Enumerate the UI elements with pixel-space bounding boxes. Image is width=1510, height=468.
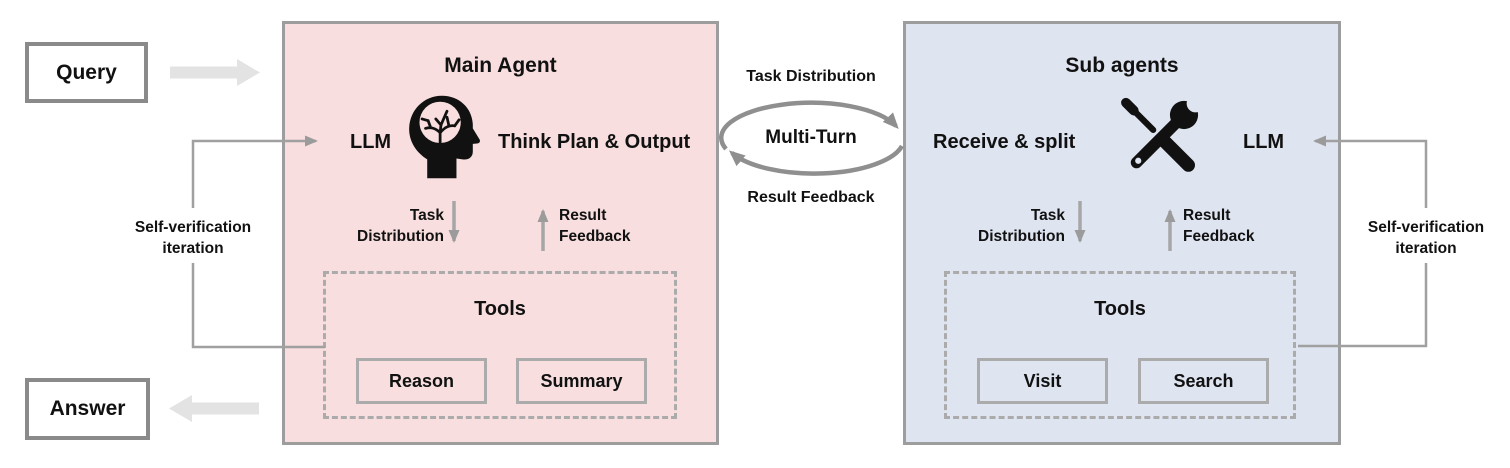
mid-result-feedback-label: Result Feedback	[747, 189, 875, 206]
sub-task-distribution-label: Task Distribution	[978, 207, 1065, 245]
answer-label: Answer	[49, 397, 126, 420]
answer-box: Answer	[25, 378, 150, 440]
main-task-distribution-label: Task Distribution	[357, 207, 444, 245]
tool-visit: Visit	[977, 358, 1108, 404]
tool-reason-label: Reason	[388, 370, 455, 391]
mid-task-distribution-label: Task Distribution	[746, 68, 876, 85]
answer-arrow	[169, 395, 259, 422]
main-llm-label: LLM	[350, 131, 392, 153]
tool-summary-label: Summary	[540, 370, 623, 391]
query-arrow	[170, 59, 260, 86]
tool-reason: Reason	[356, 358, 487, 404]
sub-tools-box: Tools Visit Search	[944, 271, 1296, 419]
sub-agents-title: Sub agents	[1065, 54, 1179, 77]
cycle-bottom-arc	[728, 144, 904, 176]
sub-agents-box: Sub agents Receive & split LLM Task Dist…	[903, 21, 1341, 445]
main-tools-box: Tools Reason Summary	[323, 271, 677, 419]
right-self-verification-label: Self-verification iteration	[1367, 219, 1485, 257]
tool-search-label: Search	[1173, 370, 1234, 391]
tool-visit-label: Visit	[1023, 370, 1062, 391]
query-box: Query	[25, 42, 148, 103]
sub-llm-label: LLM	[1243, 131, 1285, 153]
main-agent-title: Main Agent	[444, 54, 557, 77]
main-tools-title: Tools	[474, 298, 526, 320]
sub-result-feedback-label: Result Feedback	[1183, 207, 1255, 245]
brain-head-icon	[409, 95, 480, 179]
wrench-screwdriver-icon	[1121, 94, 1205, 172]
multi-turn-label: Multi-Turn	[765, 127, 857, 148]
left-self-verification-label: Self-verification iteration	[134, 219, 252, 257]
tool-search: Search	[1138, 358, 1269, 404]
sub-tools-title: Tools	[1094, 298, 1146, 320]
main-result-feedback-label: Result Feedback	[559, 207, 631, 245]
tool-summary: Summary	[516, 358, 647, 404]
sub-receive-label: Receive & split	[933, 131, 1076, 153]
main-process-label: Think Plan & Output	[498, 131, 691, 153]
main-agent-box: Main Agent LLM Think Plan & Output Task …	[282, 21, 719, 445]
query-label: Query	[56, 60, 117, 84]
